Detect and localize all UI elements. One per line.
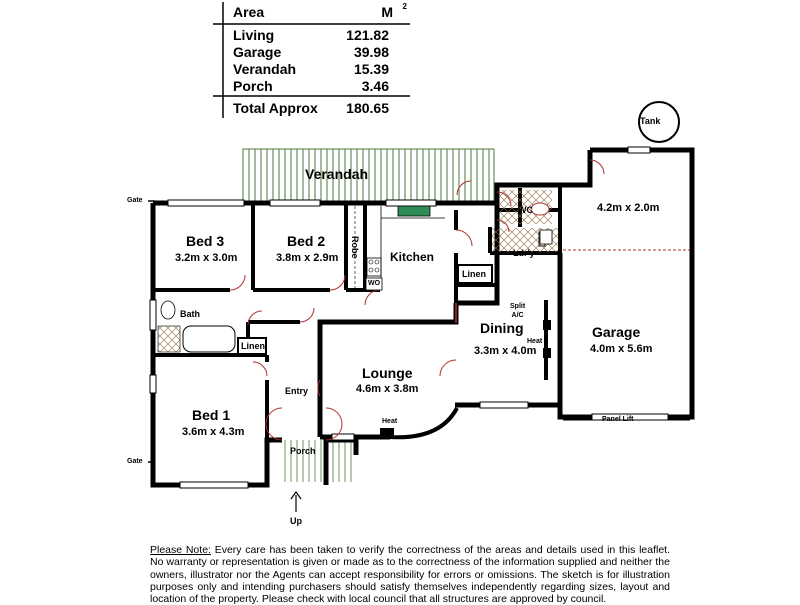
label-panel-lift: Panel Lift <box>602 416 634 423</box>
label-tank: Tank <box>640 116 661 126</box>
disclaimer-note: Please Note: Every care has been taken t… <box>150 544 670 605</box>
area-row-value: 15.39 <box>353 61 389 77</box>
label-split-ac: Split A/C <box>510 303 526 319</box>
vanity-basin <box>160 300 176 320</box>
area-header-unit: M <box>381 4 393 20</box>
area-row-porch: Porch 3.46 <box>233 78 409 95</box>
area-row-total: Total Approx 180.65 <box>233 100 409 117</box>
area-row-label: Porch <box>233 78 273 94</box>
toilet <box>530 202 550 216</box>
verandah-area <box>242 148 495 202</box>
label-laundry: Ldr'y <box>513 248 535 258</box>
area-row-value: 121.82 <box>346 27 389 43</box>
area-row-value: 3.46 <box>361 78 389 94</box>
cooktop-burner <box>368 259 374 265</box>
label-bed1: Bed 1 <box>192 407 231 423</box>
area-total-value: 180.65 <box>346 100 389 116</box>
area-header-unit-sup: 2 <box>402 2 407 11</box>
up-arrow-head <box>290 490 302 500</box>
label-dining-dims: 3.3m x 4.0m <box>474 345 537 357</box>
cooktop <box>366 257 382 277</box>
label-porch: Porch <box>290 446 316 456</box>
area-total-label: Total Approx <box>233 100 318 116</box>
label-bed3-dims: 3.2m x 3.0m <box>175 252 238 264</box>
linen-cupboard-bath <box>237 337 267 355</box>
area-row-label: Garage <box>233 44 282 60</box>
cooktop-burner <box>368 267 374 273</box>
cooktop-burner <box>374 267 380 273</box>
area-row-verandah: Verandah 15.39 <box>233 61 409 78</box>
label-linen-bath: Linen <box>241 341 265 351</box>
area-row-living: Living 121.82 <box>233 27 409 44</box>
door-swings <box>229 159 605 441</box>
label-verandah: Verandah <box>305 166 369 182</box>
area-row-label: Living <box>233 27 275 43</box>
label-entry: Entry <box>285 386 309 396</box>
area-row-label: Verandah <box>233 61 297 77</box>
area-header-label: Area <box>233 4 265 20</box>
label-gate-bottom: Gate <box>127 458 143 465</box>
label-wo: WO <box>368 280 381 287</box>
area-table-lines <box>213 2 410 118</box>
label-gate-top: Gate <box>127 197 143 204</box>
laundry-trough <box>539 229 553 245</box>
split-ac-unit <box>543 320 551 330</box>
windows <box>149 146 669 489</box>
linen-cupboard-kitchen <box>457 264 493 284</box>
dining-heater <box>543 348 551 358</box>
lounge-bay-wall <box>389 407 459 440</box>
bathtub <box>182 325 236 353</box>
porch-area <box>282 440 354 482</box>
note-heading: Please Note: <box>150 544 211 556</box>
label-bed2: Bed 2 <box>287 233 326 249</box>
label-garage-dims: 4.0m x 5.6m <box>590 343 653 355</box>
label-store-dims: 4.2m x 2.0m <box>597 202 660 214</box>
label-kitchen: Kitchen <box>390 250 435 264</box>
label-heat-lounge: Heat <box>382 418 398 425</box>
lounge-heater <box>380 428 394 436</box>
label-robe: Robe <box>350 236 360 259</box>
note-text: Every care has been taken to verify the … <box>150 544 670 605</box>
label-heat-dining: Heat <box>527 338 543 345</box>
kitchen-sink <box>397 205 431 217</box>
label-bath: Bath <box>180 309 200 319</box>
area-table-header: Area M 2 <box>233 2 409 21</box>
shower-base <box>157 325 181 353</box>
wo-box <box>365 277 383 291</box>
label-lounge: Lounge <box>362 365 413 381</box>
cooktop-burner <box>374 259 380 265</box>
label-up: Up <box>290 516 302 526</box>
area-row-value: 39.98 <box>353 44 389 60</box>
label-bed1-dims: 3.6m x 4.3m <box>182 426 245 438</box>
label-linen-kitchen: Linen <box>462 269 486 279</box>
area-row-garage: Garage 39.98 <box>233 44 409 61</box>
label-garage: Garage <box>592 324 641 340</box>
tank-shape <box>638 101 680 143</box>
label-dining: Dining <box>480 320 524 336</box>
label-bed2-dims: 3.8m x 2.9m <box>276 252 339 264</box>
label-wc: WC <box>518 205 533 215</box>
label-lounge-dims: 4.6m x 3.8m <box>356 383 419 395</box>
label-bed3: Bed 3 <box>186 233 225 249</box>
